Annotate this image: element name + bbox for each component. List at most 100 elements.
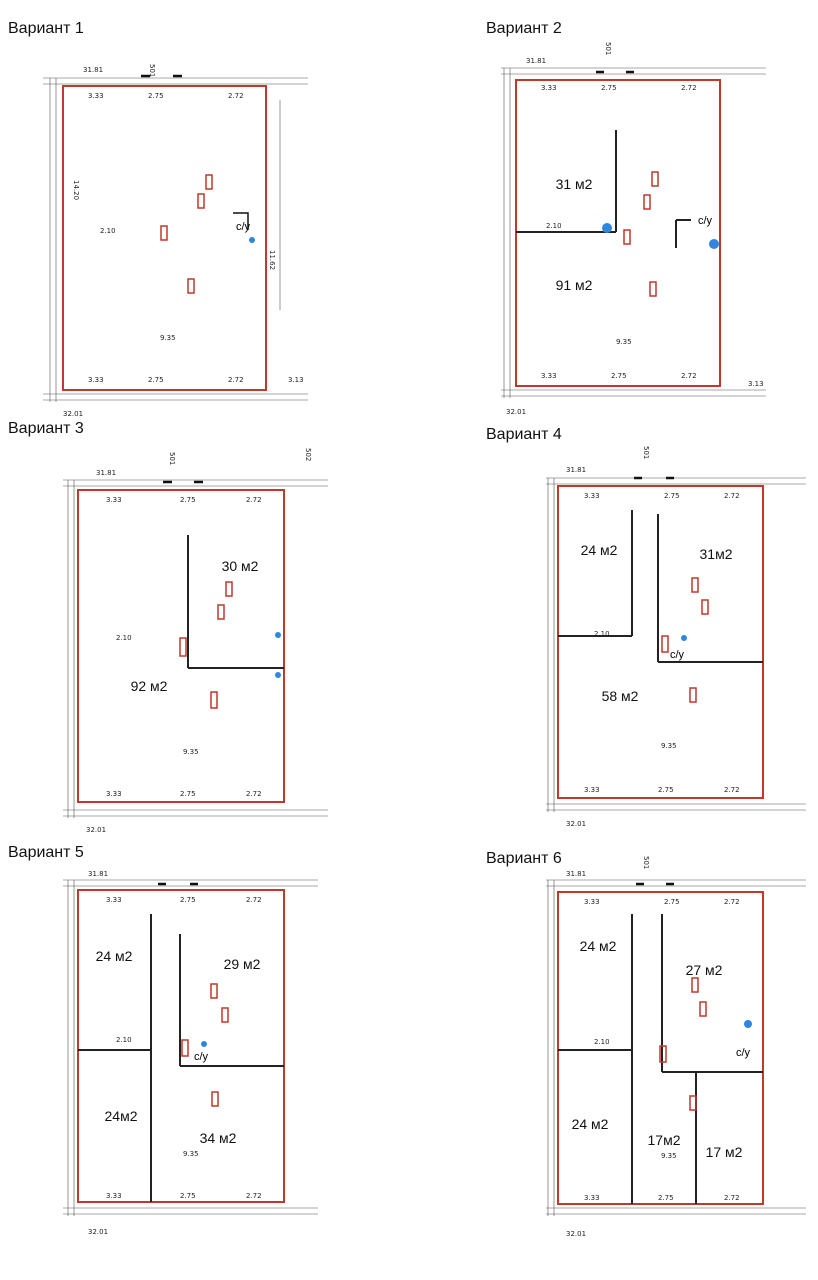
room-area-2: 27 м2 [685, 962, 723, 978]
variant-title: Вариант 4 [486, 426, 562, 443]
door-number: 501 [148, 64, 156, 77]
wc-label: с/у [194, 1051, 209, 1063]
fixtures [160, 174, 213, 294]
fixtures [181, 983, 229, 1107]
room-area-3: 24м2 [104, 1108, 138, 1124]
wc-block [233, 212, 249, 230]
dim-mid-bottom: 9.35 [616, 338, 632, 346]
variant-5: Вариант 5 31.81 32.01 3.33 2.75 2.72 2.1… [8, 844, 338, 1254]
dim-top-mid: 2.75 [180, 896, 196, 904]
plan-outline [62, 85, 267, 391]
riser-dot [744, 1020, 752, 1028]
dim-top-mid: 2.75 [601, 84, 617, 92]
dim-bottom-mid: 2.75 [611, 372, 627, 380]
riser-dot [249, 237, 255, 243]
dim-mid-left: 2.10 [594, 630, 610, 638]
plan-outline [77, 489, 285, 803]
dim-bottom-total: 32.01 [63, 410, 83, 418]
dim-top-right: 2.72 [724, 492, 740, 500]
wc-label: с/у [236, 221, 251, 233]
dim-bottom-right: 2.72 [228, 376, 244, 384]
wc-label: с/у [736, 1047, 751, 1059]
variant-title: Вариант 6 [486, 850, 562, 867]
door-number: 501 [604, 42, 612, 55]
room-area-1: 31 м2 [555, 176, 593, 192]
dim-top-left: 3.33 [88, 92, 104, 100]
dim-top-left: 3.33 [584, 492, 600, 500]
dim-top-mid: 2.75 [664, 898, 680, 906]
floor-plan: 31.81 32.01 501 3.33 2.75 2.72 2.10 9.35… [501, 42, 766, 416]
riser-dot [275, 632, 281, 638]
dim-top-total: 31.81 [566, 870, 586, 878]
variant-title: Вариант 2 [486, 20, 562, 37]
dim-mid-bottom: 9.35 [183, 748, 199, 756]
dim-top-right: 2.72 [681, 84, 697, 92]
dim-top-total: 31.81 [96, 469, 116, 477]
room-area-1: 24 м2 [580, 542, 618, 558]
partition-walls [558, 510, 763, 663]
dim-top-mid: 2.75 [148, 92, 164, 100]
dim-top-total: 31.81 [566, 466, 586, 474]
dim-right: 11.62 [268, 250, 276, 270]
room-area-2: 31м2 [699, 546, 733, 562]
dim-bottom-total: 32.01 [566, 1230, 586, 1238]
floor-plan: 31.81 32.01 3.33 2.75 2.72 2.10 9.35 3.3… [63, 870, 318, 1236]
partition-walls [78, 914, 284, 1202]
dim-bottom-total: 32.01 [566, 820, 586, 828]
dim-bottom-right: 2.72 [724, 1194, 740, 1202]
door-number: 501 [642, 446, 650, 459]
dim-bottom-total: 32.01 [86, 826, 106, 834]
dim-bottom-right: 2.72 [724, 786, 740, 794]
wc-label: с/у [698, 215, 713, 227]
dim-top-right: 2.72 [246, 496, 262, 504]
plan-outline [557, 485, 764, 799]
dim-mid-left: 2.10 [594, 1038, 610, 1046]
dim-bottom-right: 2.72 [681, 372, 697, 380]
fixtures [659, 977, 707, 1111]
dim-left: 14.20 [72, 180, 80, 200]
dim-top-left: 3.33 [584, 898, 600, 906]
dim-extra-right: 3.13 [288, 376, 304, 384]
riser-dot [275, 672, 281, 678]
dim-bottom-left: 3.33 [88, 376, 104, 384]
plan-outline [77, 889, 285, 1203]
dim-bottom-left: 3.33 [584, 1194, 600, 1202]
room-area-2: 29 м2 [223, 956, 261, 972]
dim-bottom-left: 3.33 [584, 786, 600, 794]
dim-top-left: 3.33 [106, 496, 122, 504]
variant-6: Вариант 6 31.81 32.01 501 3.33 2.75 2.72… [486, 850, 816, 1260]
variant-1: Вариант 1 31.81 32.01 501 3.33 2.75 2.72… [8, 20, 338, 430]
dim-bottom-mid: 2.75 [180, 790, 196, 798]
dim-top-total: 31.81 [88, 870, 108, 878]
dim-bottom-mid: 2.75 [180, 1192, 196, 1200]
dim-mid-bottom: 9.35 [661, 742, 677, 750]
dim-bottom-total: 32.01 [88, 1228, 108, 1236]
room-area-4: 17м2 [647, 1132, 681, 1148]
variant-3: Вариант 3 31.81 32.01 501 502 3.33 2.75 … [8, 420, 338, 834]
dim-top-left: 3.33 [541, 84, 557, 92]
dim-top-left: 3.33 [106, 896, 122, 904]
floor-plan: 31.81 32.01 501 502 3.33 2.75 2.72 2.10 … [63, 448, 328, 834]
dim-bottom-right: 2.72 [246, 1192, 262, 1200]
dim-top-right: 2.72 [228, 92, 244, 100]
partition-walls [558, 914, 763, 1204]
variant-4: Вариант 4 31.81 32.01 501 3.33 2.75 2.72… [486, 426, 816, 836]
partition-walls [516, 130, 691, 248]
wc-label: с/у [670, 649, 685, 661]
dim-mid-left: 2.10 [100, 227, 116, 235]
room-area-2: 91 м2 [555, 277, 593, 293]
dim-mid-left: 2.10 [116, 634, 132, 642]
dim-bottom-left: 3.33 [541, 372, 557, 380]
dim-mid-left: 2.10 [546, 222, 562, 230]
dim-top-total: 31.81 [526, 57, 546, 65]
variant-2: Вариант 2 31.81 32.01 501 3.33 2.75 2.72… [486, 20, 816, 430]
dim-top-right: 2.72 [246, 896, 262, 904]
dim-mid-bottom: 9.35 [661, 1152, 677, 1160]
riser-dot [681, 635, 687, 641]
room-area-1: 24 м2 [95, 948, 133, 964]
dim-bottom-mid: 2.75 [658, 786, 674, 794]
dim-top-mid: 2.75 [664, 492, 680, 500]
door-number: 501 [642, 856, 650, 869]
door-number: 501 [168, 452, 176, 465]
room-area-4: 34 м2 [199, 1130, 237, 1146]
